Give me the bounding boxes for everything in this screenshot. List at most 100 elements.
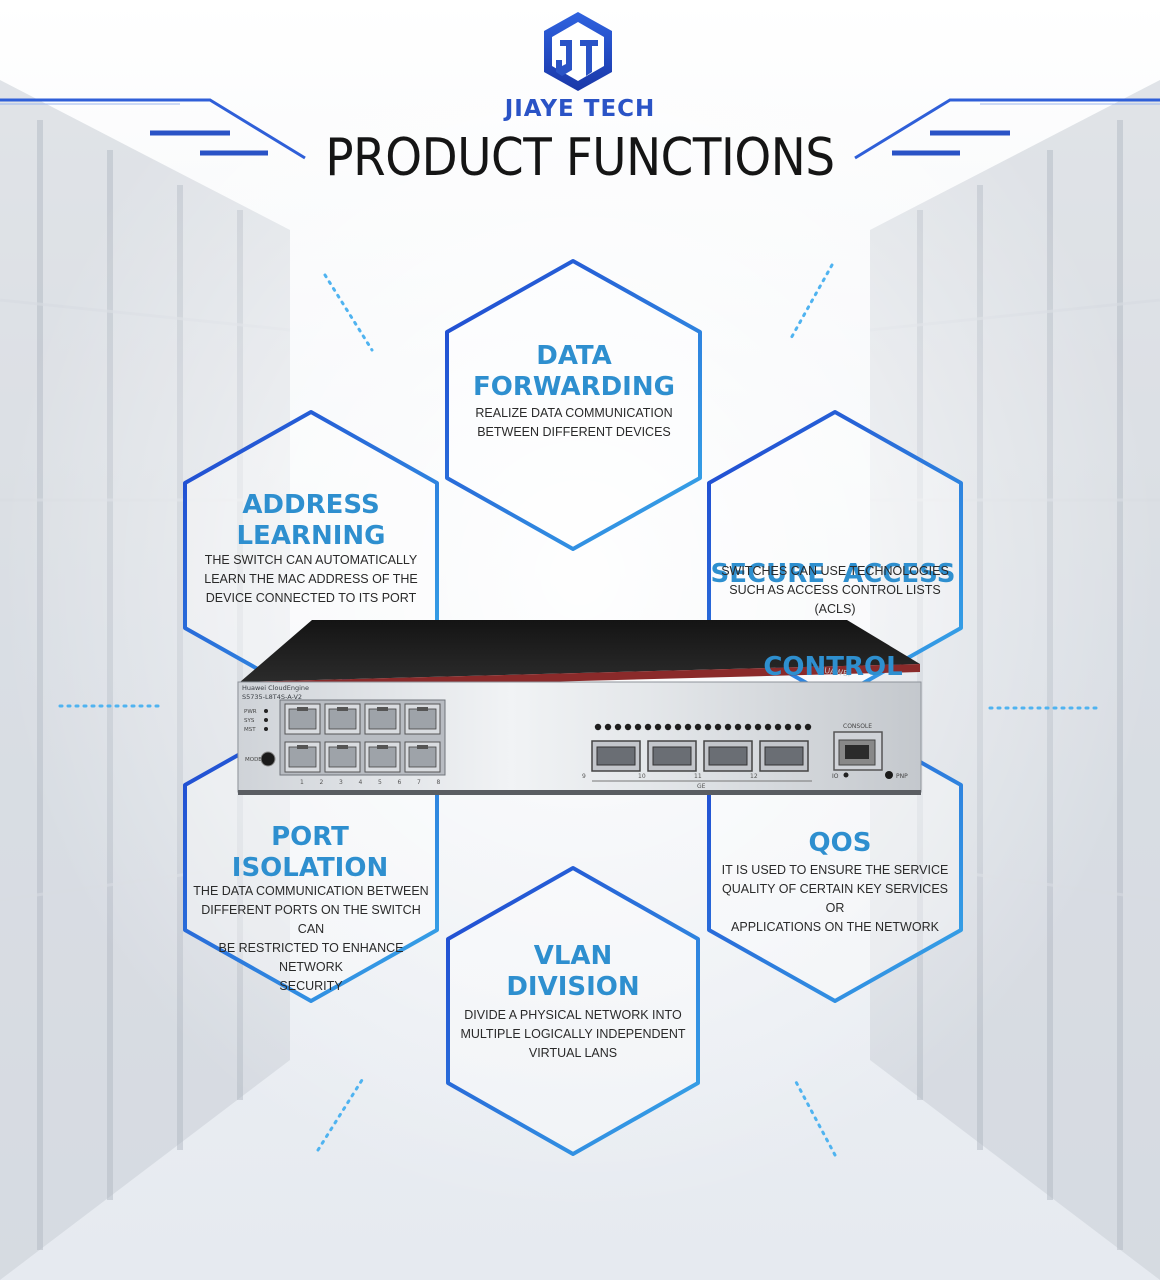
rj45-port-number: 3 bbox=[339, 779, 343, 786]
sfp-port-group bbox=[591, 740, 809, 772]
rj45-port bbox=[404, 741, 441, 773]
status-led-dot bbox=[594, 723, 602, 731]
desc-line: LEARN THE MAC ADDRESS OF THE bbox=[204, 572, 418, 586]
title-line: DATA bbox=[536, 341, 612, 371]
sfp-port bbox=[759, 740, 809, 772]
device-model-line-1: Huawei CloudEngine bbox=[242, 684, 309, 692]
network-switch-image: Huawei CloudEngine S5735-L8T4S-A-V2 PWR … bbox=[237, 620, 922, 795]
status-led-dot bbox=[714, 723, 722, 731]
console-label: CONSOLE bbox=[843, 723, 872, 730]
function-desc-qos: IT IS USED TO ENSURE THE SERVICE QUALITY… bbox=[712, 861, 958, 937]
status-led-dot bbox=[634, 723, 642, 731]
rj45-port-number: 2 bbox=[320, 779, 324, 786]
function-title-vlan-division: VLAN DIVISION bbox=[458, 941, 688, 1003]
dotted-accents bbox=[58, 263, 1102, 1157]
sfp-port-number: 12 bbox=[750, 773, 758, 780]
status-led-dot bbox=[724, 723, 732, 731]
sfp-port bbox=[703, 740, 753, 772]
led-label-1: SYS bbox=[244, 718, 255, 724]
title-line: CONTROL bbox=[763, 652, 903, 682]
status-led-dot bbox=[784, 723, 792, 731]
pnp-label: PNP bbox=[896, 773, 908, 780]
desc-line: BETWEEN DIFFERENT DEVICES bbox=[477, 425, 671, 439]
status-led-dot bbox=[774, 723, 782, 731]
status-led-dot bbox=[664, 723, 672, 731]
title-line: FORWARDING bbox=[473, 372, 675, 402]
status-led-dot bbox=[604, 723, 612, 731]
desc-line: BE RESTRICTED TO ENHANCE NETWORK bbox=[218, 941, 404, 974]
rj45-port-number: 8 bbox=[437, 779, 441, 786]
status-led-dot bbox=[744, 723, 752, 731]
jiaye-logo-icon bbox=[544, 12, 612, 91]
desc-line: SECURITY bbox=[279, 979, 343, 993]
led-label-2: MST bbox=[244, 727, 256, 733]
status-led-dot bbox=[654, 723, 662, 731]
desc-line: THE DATA COMMUNICATION BETWEEN bbox=[193, 884, 429, 898]
desc-line: THE SWITCH CAN AUTOMATICALLY bbox=[204, 553, 418, 567]
status-led-dot bbox=[624, 723, 632, 731]
status-led-dot bbox=[674, 723, 682, 731]
rj45-port-number: 1 bbox=[300, 779, 304, 786]
desc-line: SWITCHES CAN USE TECHNOLOGIES bbox=[721, 564, 949, 578]
sfp-port bbox=[591, 740, 641, 772]
brand-name: JIAYE TECH bbox=[504, 96, 656, 122]
desc-line: SUCH AS ACCESS CONTROL LISTS (ACLS) bbox=[729, 583, 941, 616]
title-line: VLAN bbox=[533, 941, 613, 971]
page-title: PRODUCT FUNCTIONS bbox=[325, 128, 835, 188]
title-line: SECURE ACCESS bbox=[710, 559, 956, 589]
desc-line: REALIZE DATA COMMUNICATION bbox=[475, 406, 673, 420]
rj45-port bbox=[404, 703, 441, 735]
sfp-port-number: 9 bbox=[582, 773, 586, 780]
rj45-port bbox=[284, 741, 321, 773]
title-line: QOS bbox=[808, 828, 872, 858]
status-led-dot bbox=[804, 723, 812, 731]
led-label-0: PWR bbox=[244, 709, 257, 715]
function-title-qos: QOS bbox=[720, 828, 960, 859]
sfp-port bbox=[647, 740, 697, 772]
desc-line: QUALITY OF CERTAIN KEY SERVICES OR bbox=[722, 882, 948, 915]
mode-label: MODE bbox=[245, 757, 262, 763]
sfp-port-number: 11 bbox=[694, 773, 702, 780]
title-line: DIVISION bbox=[506, 972, 640, 1002]
rj45-port bbox=[324, 741, 361, 773]
title-line: LEARNING bbox=[236, 521, 386, 551]
function-desc-address-learning: THE SWITCH CAN AUTOMATICALLY LEARN THE M… bbox=[195, 551, 427, 608]
rj45-port-number: 6 bbox=[398, 779, 402, 786]
function-title-port-isolation: PORT ISOLATION bbox=[190, 822, 430, 884]
function-desc-secure-access-control: SWITCHES CAN USE TECHNOLOGIES SUCH AS AC… bbox=[712, 562, 958, 619]
title-line: ISOLATION bbox=[231, 853, 389, 883]
hexagon-data-forwarding bbox=[445, 259, 702, 551]
rj45-port bbox=[364, 741, 401, 773]
desc-line: IT IS USED TO ENSURE THE SERVICE bbox=[721, 863, 949, 877]
function-desc-data-forwarding: REALIZE DATA COMMUNICATION BETWEEN DIFFE… bbox=[460, 404, 688, 442]
status-led-dot bbox=[684, 723, 692, 731]
rj45-port bbox=[284, 703, 321, 735]
rj45-port bbox=[364, 703, 401, 735]
status-led-dot bbox=[614, 723, 622, 731]
rj45-port-number: 5 bbox=[378, 779, 382, 786]
desc-line: DIVIDE A PHYSICAL NETWORK INTO bbox=[464, 1008, 682, 1022]
sfp-group-label: GE bbox=[697, 783, 706, 790]
rj45-port-number: 4 bbox=[359, 779, 363, 786]
rj45-port-group bbox=[284, 703, 441, 773]
status-led-dot bbox=[644, 723, 652, 731]
function-desc-port-isolation: THE DATA COMMUNICATION BETWEEN DIFFERENT… bbox=[188, 882, 434, 996]
function-title-address-learning: ADDRESS LEARNING bbox=[195, 490, 427, 552]
vendor-logo: HUAWEI bbox=[818, 665, 851, 678]
function-desc-vlan-division: DIVIDE A PHYSICAL NETWORK INTO MULTIPLE … bbox=[458, 1006, 688, 1063]
rj45-port bbox=[324, 703, 361, 735]
desc-line: APPLICATIONS ON THE NETWORK bbox=[731, 920, 939, 934]
header-decor-right bbox=[854, 98, 1160, 160]
function-title-data-forwarding: DATA FORWARDING bbox=[460, 341, 688, 403]
status-led-dot bbox=[764, 723, 772, 731]
header-decor-left bbox=[0, 98, 306, 160]
desc-line: MULTIPLE LOGICALLY INDEPENDENT bbox=[460, 1027, 686, 1041]
title-line: PORT bbox=[271, 822, 349, 852]
io-label: IO bbox=[832, 773, 839, 780]
status-led-dot bbox=[694, 723, 702, 731]
hexagon-vlan-division bbox=[446, 866, 700, 1156]
status-led-dot bbox=[794, 723, 802, 731]
device-model-line-2: S5735-L8T4S-A-V2 bbox=[242, 693, 302, 701]
desc-line: VIRTUAL LANS bbox=[528, 1046, 618, 1060]
